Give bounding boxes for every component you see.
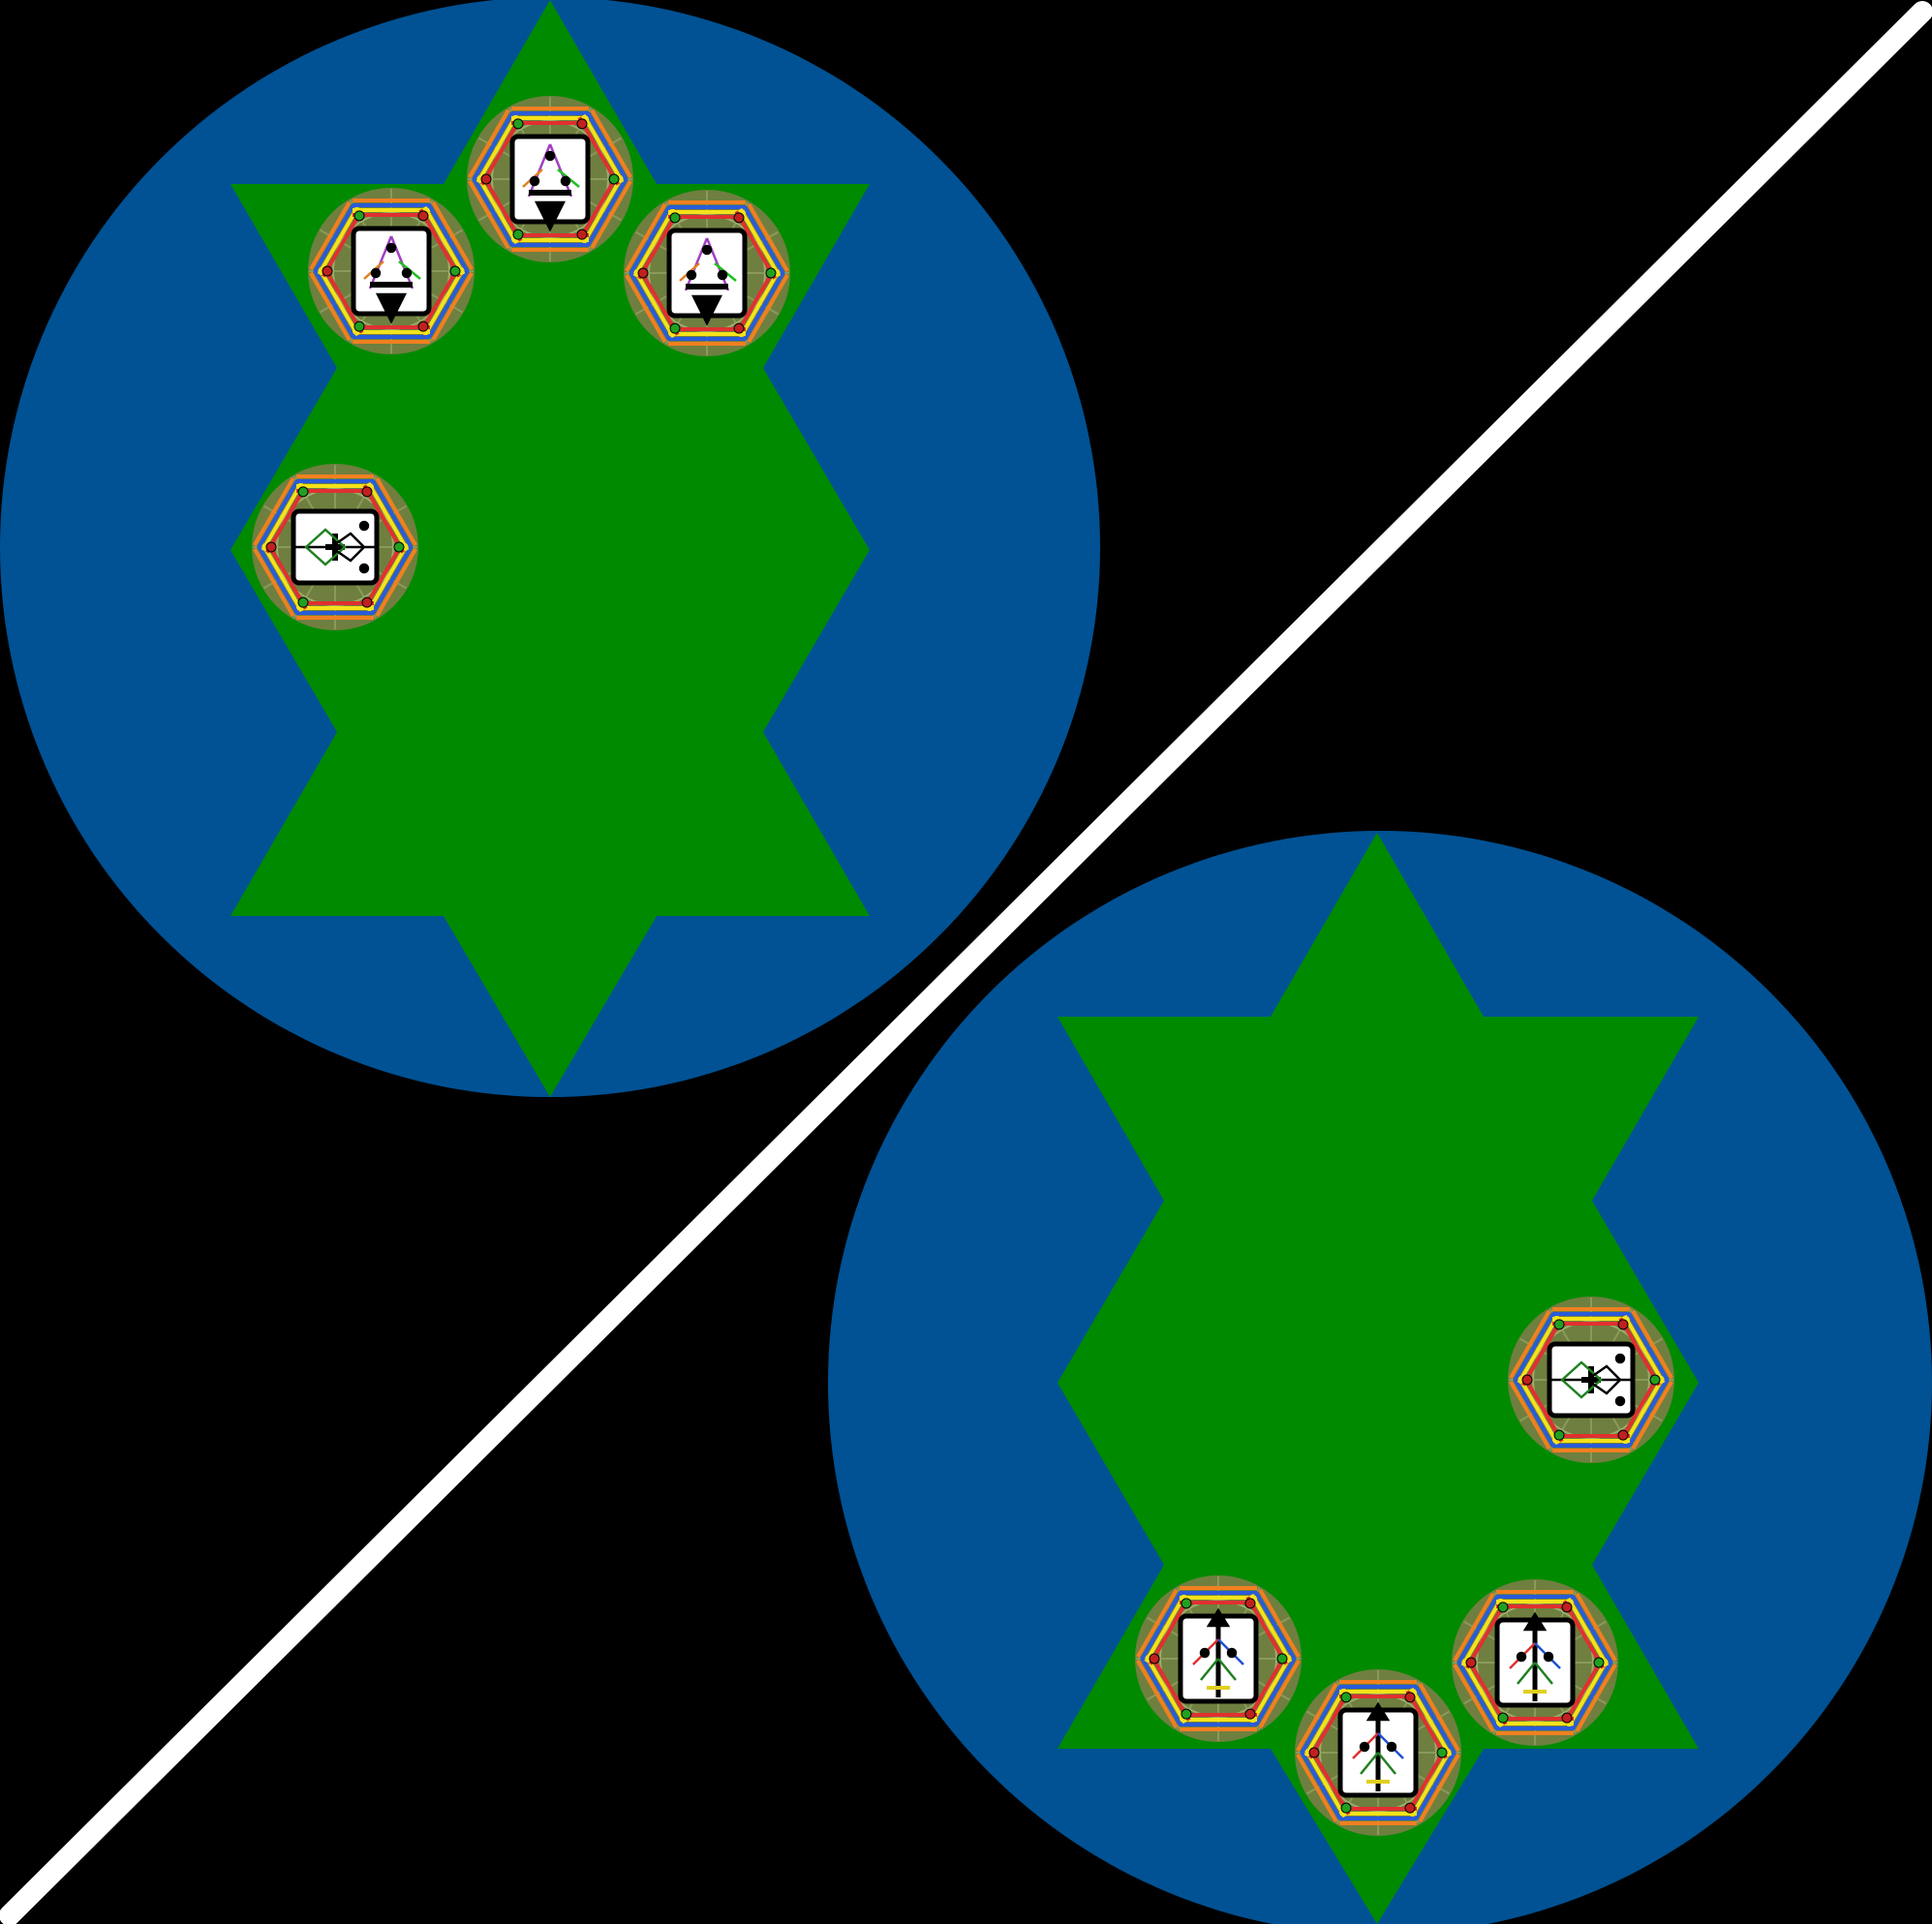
group-upper-left (0, 0, 1100, 1097)
group-lower-right (828, 831, 1932, 1924)
